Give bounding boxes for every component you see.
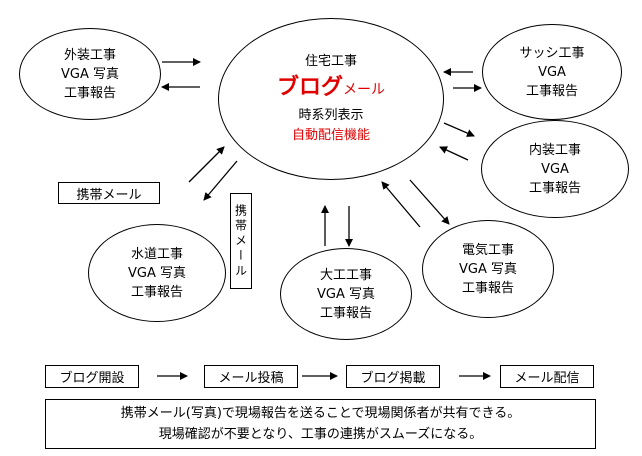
arrow-denki-to-center bbox=[381, 181, 421, 228]
mobile-mail-label: 携帯メール bbox=[58, 182, 160, 204]
arrow-center-to-naiso bbox=[443, 122, 475, 137]
center-auto-delivery: 自動配信機能 bbox=[291, 128, 370, 143]
mobile-mail-vertical-label: 携帯メール bbox=[230, 193, 252, 289]
node-media: VGA bbox=[541, 161, 569, 177]
node-exterior-work: 外装工事 VGA 写真 工事報告 bbox=[19, 28, 161, 120]
node-report: 工事報告 bbox=[319, 305, 372, 321]
node-report: 工事報告 bbox=[461, 280, 514, 296]
flow-blog-publish: ブログ掲載 bbox=[346, 365, 440, 388]
node-interior-work: 内装工事 VGA 工事報告 bbox=[481, 120, 629, 218]
node-report: 工事報告 bbox=[528, 180, 581, 196]
node-media: VGA 写真 bbox=[61, 66, 119, 82]
center-title: 住宅工事 bbox=[304, 54, 357, 69]
node-media: VGA 写真 bbox=[459, 261, 517, 277]
center-node-housing: 住宅工事 ブログメール 時系列表示 自動配信機能 bbox=[218, 18, 444, 180]
node-media: VGA bbox=[538, 64, 566, 80]
node-media: VGA 写真 bbox=[128, 265, 186, 281]
node-plumbing-work: 水道工事 VGA 写真 工事報告 bbox=[88, 224, 226, 322]
flow-blog-setup: ブログ開設 bbox=[45, 365, 139, 388]
center-timeline: 時系列表示 bbox=[298, 108, 364, 123]
node-report: 工事報告 bbox=[130, 284, 183, 300]
node-report: 工事報告 bbox=[63, 85, 116, 101]
arrow-suido-to-center bbox=[188, 146, 225, 183]
node-title: 大工工事 bbox=[319, 267, 372, 283]
flow-mail-post: メール投稿 bbox=[204, 365, 298, 388]
node-title: サッシ工事 bbox=[519, 45, 585, 61]
node-report: 工事報告 bbox=[525, 83, 578, 99]
arrow-naiso-to-center bbox=[439, 146, 469, 161]
node-sash-work: サッシ工事 VGA 工事報告 bbox=[482, 24, 622, 120]
arrow-center-to-suido bbox=[203, 160, 238, 201]
summary-line-2: 現場確認が不要となり、工事の連携がスムーズになる。 bbox=[158, 427, 483, 442]
summary-box: 携帯メール(写真)で現場報告を送ることで現場関係者が共有できる。 現場確認が不要… bbox=[45, 399, 596, 449]
node-title: 外装工事 bbox=[63, 47, 116, 63]
summary-line-1: 携帯メール(写真)で現場報告を送ることで現場関係者が共有できる。 bbox=[120, 406, 521, 421]
node-media: VGA 写真 bbox=[317, 286, 375, 302]
arrow-center-to-denki bbox=[409, 179, 450, 225]
flow-mail-delivery: メール配信 bbox=[500, 365, 594, 388]
node-title: 水道工事 bbox=[130, 246, 183, 262]
center-brand: ブログメール bbox=[276, 75, 385, 100]
node-carpentry-work: 大工工事 VGA 写真 工事報告 bbox=[280, 248, 412, 340]
node-title: 電気工事 bbox=[461, 242, 514, 258]
node-title: 内装工事 bbox=[528, 142, 581, 158]
node-electrical-work: 電気工事 VGA 写真 工事報告 bbox=[422, 220, 554, 318]
